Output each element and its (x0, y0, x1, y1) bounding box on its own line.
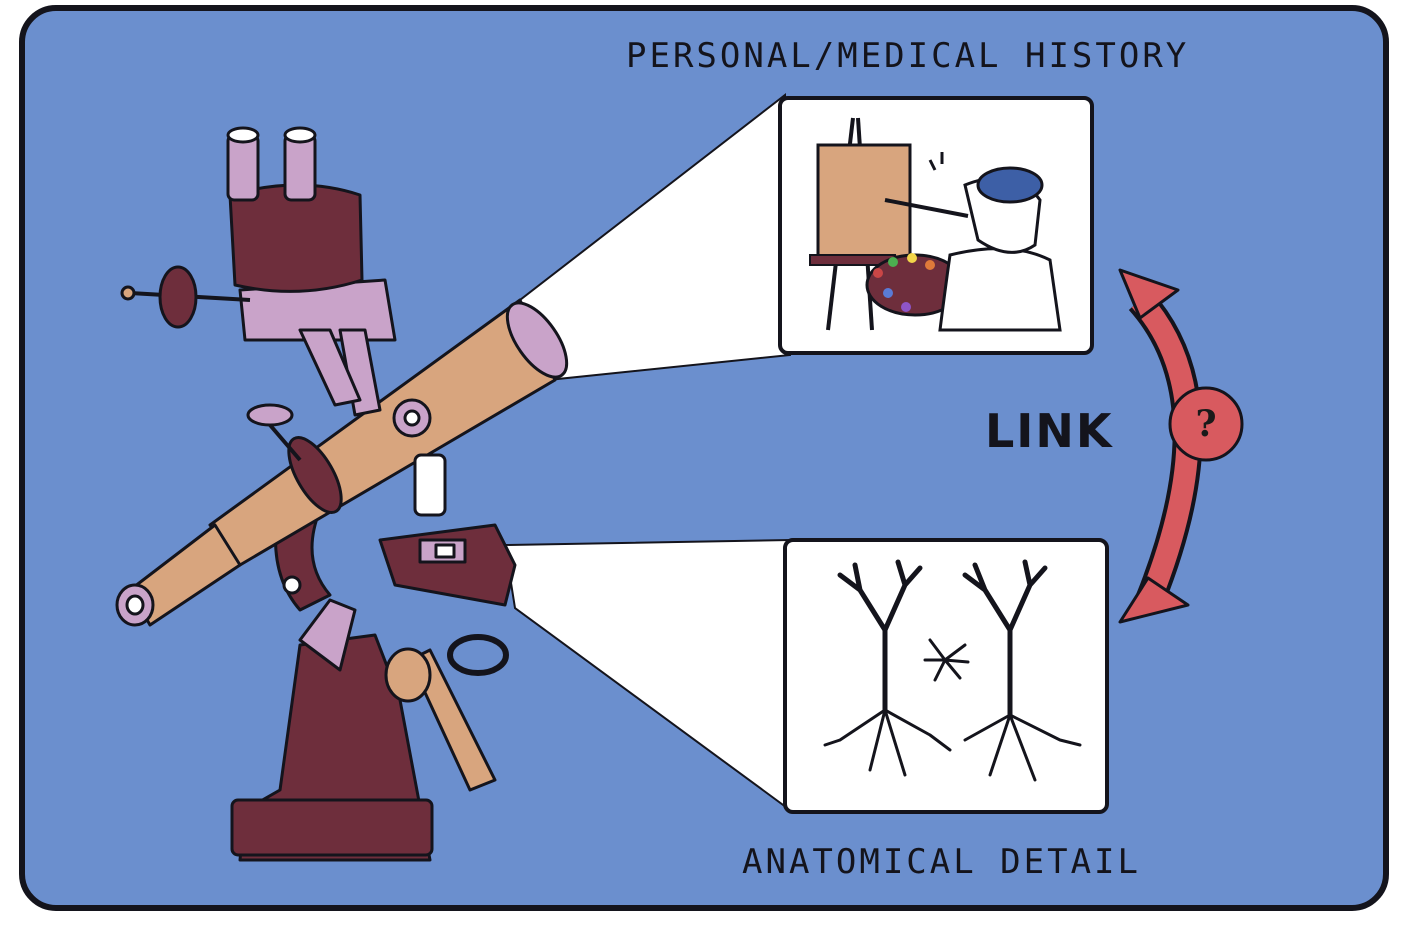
neurons-icon (783, 538, 1109, 814)
double-arrow-icon (1118, 268, 1244, 624)
question-mark: ? (1195, 403, 1217, 445)
link-label: LINK (985, 404, 1114, 458)
painter-icon (778, 96, 1094, 355)
top-panel-caption: PERSONAL/MEDICAL HISTORY (626, 36, 1190, 76)
microscope-icon (115, 126, 569, 862)
bottom-panel-caption: ANATOMICAL DETAIL (742, 842, 1141, 882)
